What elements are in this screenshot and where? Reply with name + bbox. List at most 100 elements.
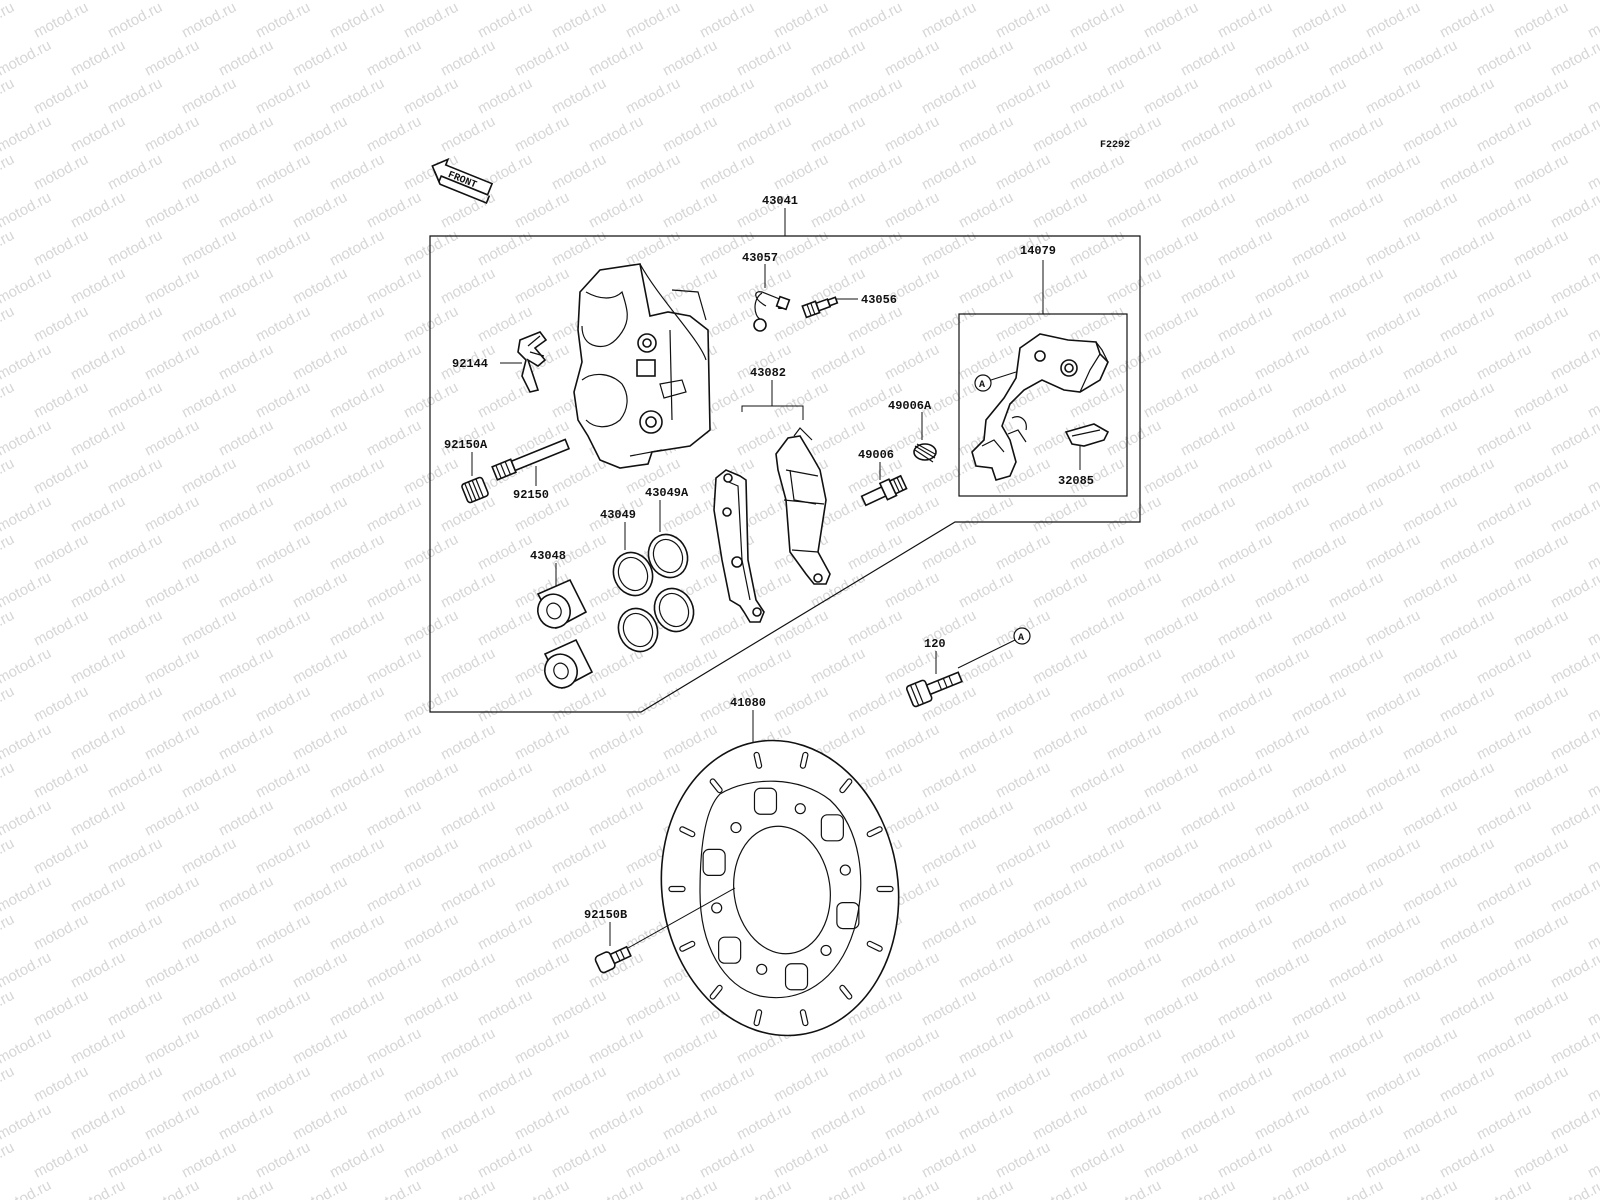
watermark-text: motod.ru bbox=[808, 189, 868, 232]
watermark-text: motod.ru bbox=[1585, 911, 1600, 954]
watermark-text: motod.ru bbox=[919, 987, 979, 1030]
watermark-text: motod.ru bbox=[1363, 683, 1423, 726]
watermark-text: motod.ru bbox=[0, 835, 17, 878]
watermark-text: motod.ru bbox=[1363, 75, 1423, 118]
slide-pin bbox=[860, 474, 908, 507]
label-43057: 43057 bbox=[742, 251, 778, 265]
watermark-text: motod.ru bbox=[290, 1025, 350, 1068]
watermark-text: motod.ru bbox=[660, 1177, 720, 1200]
watermark-text: motod.ru bbox=[438, 949, 498, 992]
watermark-text: motod.ru bbox=[993, 987, 1053, 1030]
watermark-text: motod.ru bbox=[1548, 721, 1600, 764]
watermark-text: motod.ru bbox=[253, 683, 313, 726]
watermark-text: motod.ru bbox=[0, 0, 17, 42]
watermark-text: motod.ru bbox=[1400, 1177, 1460, 1200]
watermark-text: motod.ru bbox=[1363, 455, 1423, 498]
watermark-text: motod.ru bbox=[586, 797, 646, 840]
watermark-text: motod.ru bbox=[1030, 797, 1090, 840]
watermark-text: motod.ru bbox=[1363, 607, 1423, 650]
watermark-text: motod.ru bbox=[401, 759, 461, 802]
watermark-text: motod.ru bbox=[1141, 379, 1201, 422]
watermark-text: motod.ru bbox=[808, 1101, 868, 1144]
watermark-text: motod.ru bbox=[1178, 341, 1238, 384]
watermark-text: motod.ru bbox=[1141, 607, 1201, 650]
watermark-text: motod.ru bbox=[1474, 37, 1534, 80]
watermark-text: motod.ru bbox=[1363, 1139, 1423, 1182]
watermark-text: motod.ru bbox=[179, 531, 239, 574]
watermark-text: motod.ru bbox=[1030, 189, 1090, 232]
watermark-text: motod.ru bbox=[142, 1101, 202, 1144]
watermark-text: motod.ru bbox=[364, 189, 424, 232]
watermark-text: motod.ru bbox=[1141, 303, 1201, 346]
watermark-text: motod.ru bbox=[734, 113, 794, 156]
watermark-text: motod.ru bbox=[142, 341, 202, 384]
watermark-text: motod.ru bbox=[1252, 1101, 1312, 1144]
disc-slot bbox=[753, 751, 763, 769]
watermark-text: motod.ru bbox=[660, 37, 720, 80]
watermark-text: motod.ru bbox=[216, 341, 276, 384]
watermark-text: motod.ru bbox=[1104, 37, 1164, 80]
watermark-text: motod.ru bbox=[475, 0, 535, 42]
watermark-text: motod.ru bbox=[1326, 189, 1386, 232]
watermark-text: motod.ru bbox=[919, 1139, 979, 1182]
watermark-text: motod.ru bbox=[290, 113, 350, 156]
watermark-text: motod.ru bbox=[919, 227, 979, 270]
watermark-text: motod.ru bbox=[549, 455, 609, 498]
watermark-text: motod.ru bbox=[1511, 151, 1571, 194]
mounting-bolt bbox=[905, 671, 963, 708]
watermark-text: motod.ru bbox=[1030, 493, 1090, 536]
watermark-text: motod.ru bbox=[327, 835, 387, 878]
watermark-text: motod.ru bbox=[1289, 835, 1349, 878]
label-49006A: 49006A bbox=[888, 399, 932, 413]
watermark-text: motod.ru bbox=[586, 1101, 646, 1144]
watermark-text: motod.ru bbox=[1326, 1025, 1386, 1068]
watermark-text: motod.ru bbox=[512, 1101, 572, 1144]
watermark-text: motod.ru bbox=[253, 0, 313, 42]
watermark-text: motod.ru bbox=[327, 0, 387, 42]
watermark-text: motod.ru bbox=[1326, 569, 1386, 612]
watermark-text: motod.ru bbox=[0, 531, 17, 574]
watermark-text: motod.ru bbox=[1252, 721, 1312, 764]
watermark-text: motod.ru bbox=[327, 227, 387, 270]
watermark-text: motod.ru bbox=[290, 949, 350, 992]
watermark-text: motod.ru bbox=[1252, 873, 1312, 916]
watermark-text: motod.ru bbox=[1252, 265, 1312, 308]
watermark-text: motod.ru bbox=[68, 417, 128, 460]
watermark-text: motod.ru bbox=[1289, 759, 1349, 802]
watermark-text: motod.ru bbox=[1030, 37, 1090, 80]
watermark-text: motod.ru bbox=[216, 569, 276, 612]
watermark-text: motod.ru bbox=[179, 1063, 239, 1106]
watermark-text: motod.ru bbox=[1363, 835, 1423, 878]
watermark-text: motod.ru bbox=[1215, 1139, 1275, 1182]
watermark-text: motod.ru bbox=[1030, 645, 1090, 688]
watermark-text: motod.ru bbox=[475, 1139, 535, 1182]
watermark-text: motod.ru bbox=[1104, 265, 1164, 308]
watermark-text: motod.ru bbox=[845, 1139, 905, 1182]
watermark-text: motod.ru bbox=[1548, 873, 1600, 916]
watermark-text: motod.ru bbox=[105, 151, 165, 194]
watermark-text: motod.ru bbox=[882, 1101, 942, 1144]
watermark-text: motod.ru bbox=[253, 227, 313, 270]
watermark-text: motod.ru bbox=[438, 797, 498, 840]
watermark-text: motod.ru bbox=[438, 1177, 498, 1200]
watermark-text: motod.ru bbox=[1178, 645, 1238, 688]
watermark-text: motod.ru bbox=[1437, 987, 1497, 1030]
watermark-text: motod.ru bbox=[549, 151, 609, 194]
watermark-text: motod.ru bbox=[1511, 607, 1571, 650]
watermark-text: motod.ru bbox=[1289, 607, 1349, 650]
watermark-text: motod.ru bbox=[438, 645, 498, 688]
diagram-code: F2292 bbox=[1100, 140, 1130, 151]
watermark-text: motod.ru bbox=[438, 1025, 498, 1068]
watermark-text: motod.ru bbox=[475, 227, 535, 270]
watermark-text: motod.ru bbox=[438, 265, 498, 308]
watermark-text: motod.ru bbox=[1511, 911, 1571, 954]
watermark-text: motod.ru bbox=[216, 113, 276, 156]
watermark-text: motod.ru bbox=[0, 113, 54, 156]
watermark-text: motod.ru bbox=[364, 1177, 424, 1200]
watermark-text: motod.ru bbox=[0, 265, 54, 308]
watermark-text: motod.ru bbox=[697, 1139, 757, 1182]
watermark-text: motod.ru bbox=[0, 759, 17, 802]
watermark-text: motod.ru bbox=[0, 341, 54, 384]
watermark-text: motod.ru bbox=[216, 873, 276, 916]
watermark-text: motod.ru bbox=[956, 113, 1016, 156]
